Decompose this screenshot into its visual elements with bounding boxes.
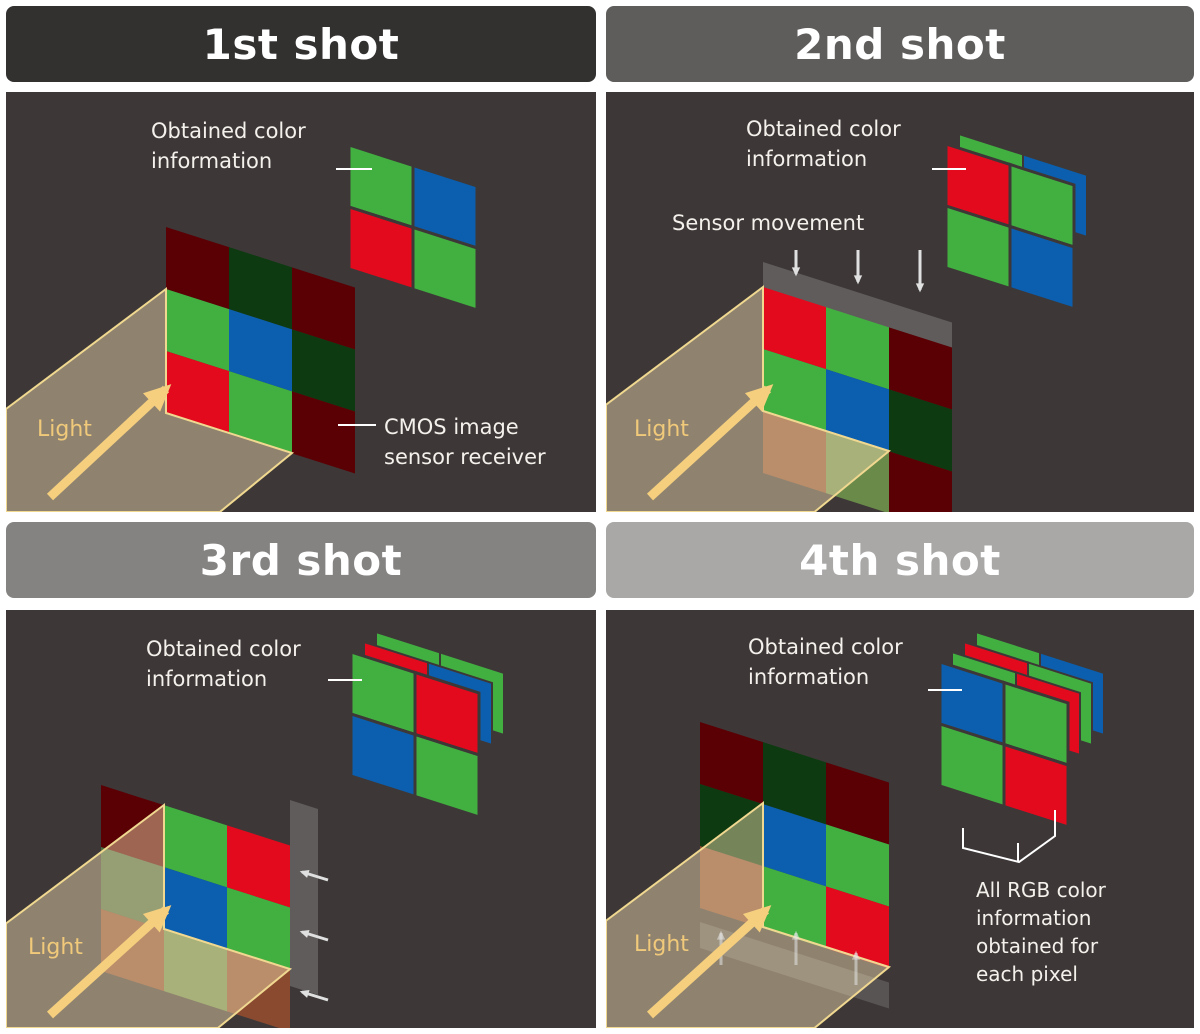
obtained-cell bbox=[411, 225, 479, 313]
sensor-cell bbox=[763, 287, 826, 370]
sensor-cell bbox=[889, 389, 952, 472]
light-arrow bbox=[646, 385, 772, 501]
sensor-movement-arrow-head bbox=[791, 267, 801, 277]
sensor-cell bbox=[292, 391, 355, 474]
movement-strip bbox=[763, 262, 952, 351]
light-label: Light bbox=[634, 417, 689, 442]
obtained-color-label: Obtained color information bbox=[746, 117, 901, 171]
sensor-movement-arrow-head bbox=[299, 869, 310, 878]
light-label: Light bbox=[37, 417, 92, 442]
sensor-cell bbox=[164, 929, 227, 1012]
sensor-cell bbox=[227, 825, 290, 908]
sensor-cell bbox=[227, 887, 290, 970]
light-arrow-head bbox=[742, 905, 772, 933]
light-arrow bbox=[46, 385, 170, 501]
sensor-cell bbox=[826, 369, 889, 452]
sensor-cell bbox=[166, 227, 229, 310]
light-arrow-head bbox=[744, 384, 774, 412]
sensor-cell bbox=[763, 349, 826, 432]
light-beam bbox=[606, 285, 892, 512]
sensor-cell bbox=[826, 762, 889, 845]
sensor-cell bbox=[700, 846, 763, 929]
sensor-cell bbox=[229, 371, 292, 454]
diagram-3rd-shot bbox=[6, 630, 505, 1028]
panel-1st-shot: Obtained color information Light CMOS im… bbox=[6, 92, 596, 512]
light-arrow-head bbox=[142, 384, 172, 412]
movement-strip bbox=[290, 800, 318, 995]
sensor-movement-arrow-head bbox=[851, 950, 861, 960]
cmos-sensor-label: CMOS image sensor receiver bbox=[384, 415, 546, 469]
header-1st-shot: 1st shot bbox=[6, 6, 596, 82]
diagram-2nd-shot bbox=[606, 132, 1088, 512]
header-3rd-shot: 3rd shot bbox=[6, 522, 596, 598]
obtained-color-label: Obtained color information bbox=[151, 119, 306, 173]
sensor-movement-arrow-head bbox=[915, 283, 925, 293]
light-arrow bbox=[646, 906, 770, 1019]
sensor-movement-arrow-head bbox=[791, 930, 801, 940]
panel-2nd-shot: Obtained color information Light Sensor … bbox=[606, 92, 1194, 512]
sensor-cell bbox=[229, 309, 292, 392]
sensor-cell bbox=[763, 866, 826, 949]
sensor-cell bbox=[101, 785, 164, 868]
sensor-cell bbox=[292, 267, 355, 350]
sensor-cell bbox=[101, 847, 164, 930]
header-2nd-shot: 2nd shot bbox=[606, 6, 1194, 82]
obtained-color-label: Obtained color information bbox=[146, 637, 301, 691]
sensor-cell bbox=[826, 824, 889, 907]
sensor-cell bbox=[164, 867, 227, 950]
sensor-movement-label: Sensor movement bbox=[672, 211, 865, 235]
light-arrow-head bbox=[142, 905, 172, 933]
light-arrow bbox=[46, 906, 170, 1019]
sensor-movement-arrow-head bbox=[299, 929, 310, 938]
sensor-cell bbox=[763, 742, 826, 825]
sensor-movement-arrow-head bbox=[299, 989, 310, 998]
panel-4th-shot: Obtained color information Light All RGB… bbox=[606, 610, 1194, 1028]
sensor-cell bbox=[166, 289, 229, 372]
obtained-cell bbox=[1002, 742, 1070, 830]
sensor-cell bbox=[166, 351, 229, 434]
panel-3rd-shot: Obtained color information Light bbox=[6, 610, 596, 1028]
obtained-cell bbox=[413, 732, 481, 820]
sensor-movement-arrow-head bbox=[716, 930, 726, 940]
all-rgb-label: All RGB color information obtained for e… bbox=[976, 878, 1106, 986]
sensor-cell bbox=[292, 329, 355, 412]
sensor-cell bbox=[164, 805, 227, 888]
sensor-cell bbox=[826, 307, 889, 390]
sensor-cell bbox=[700, 784, 763, 867]
obtained-color-label: Obtained color information bbox=[748, 635, 903, 689]
light-label: Light bbox=[634, 932, 689, 957]
sensor-cell bbox=[229, 247, 292, 330]
sensor-cell bbox=[889, 451, 952, 512]
obtained-cell bbox=[1008, 224, 1076, 312]
sensor-cell bbox=[889, 327, 952, 410]
movement-strip bbox=[700, 922, 889, 1009]
sensor-cell bbox=[700, 722, 763, 805]
sensor-cell bbox=[826, 431, 889, 512]
sensor-cell bbox=[763, 411, 826, 494]
sensor-movement-arrow-head bbox=[853, 275, 863, 285]
sensor-cell bbox=[763, 804, 826, 887]
light-label: Light bbox=[28, 935, 83, 960]
sensor-cell bbox=[826, 886, 889, 969]
diagram-1st-shot bbox=[6, 142, 479, 512]
header-4th-shot: 4th shot bbox=[606, 522, 1194, 598]
diagram-4th-shot bbox=[606, 630, 1105, 1028]
